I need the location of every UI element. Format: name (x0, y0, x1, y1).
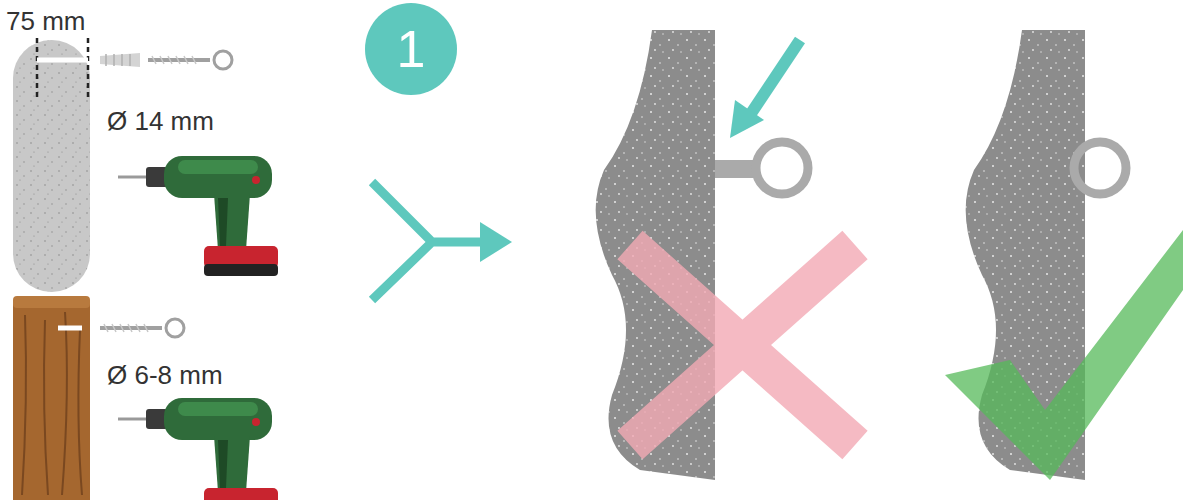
drill-diameter-label: Ø 14 mm (107, 108, 214, 134)
step-number: 1 (397, 23, 426, 75)
drill-diameter-label: Ø 6-8 mm (107, 362, 223, 388)
step-number-circle: 1 (365, 3, 457, 95)
dimension-label: 75 mm (6, 8, 85, 34)
